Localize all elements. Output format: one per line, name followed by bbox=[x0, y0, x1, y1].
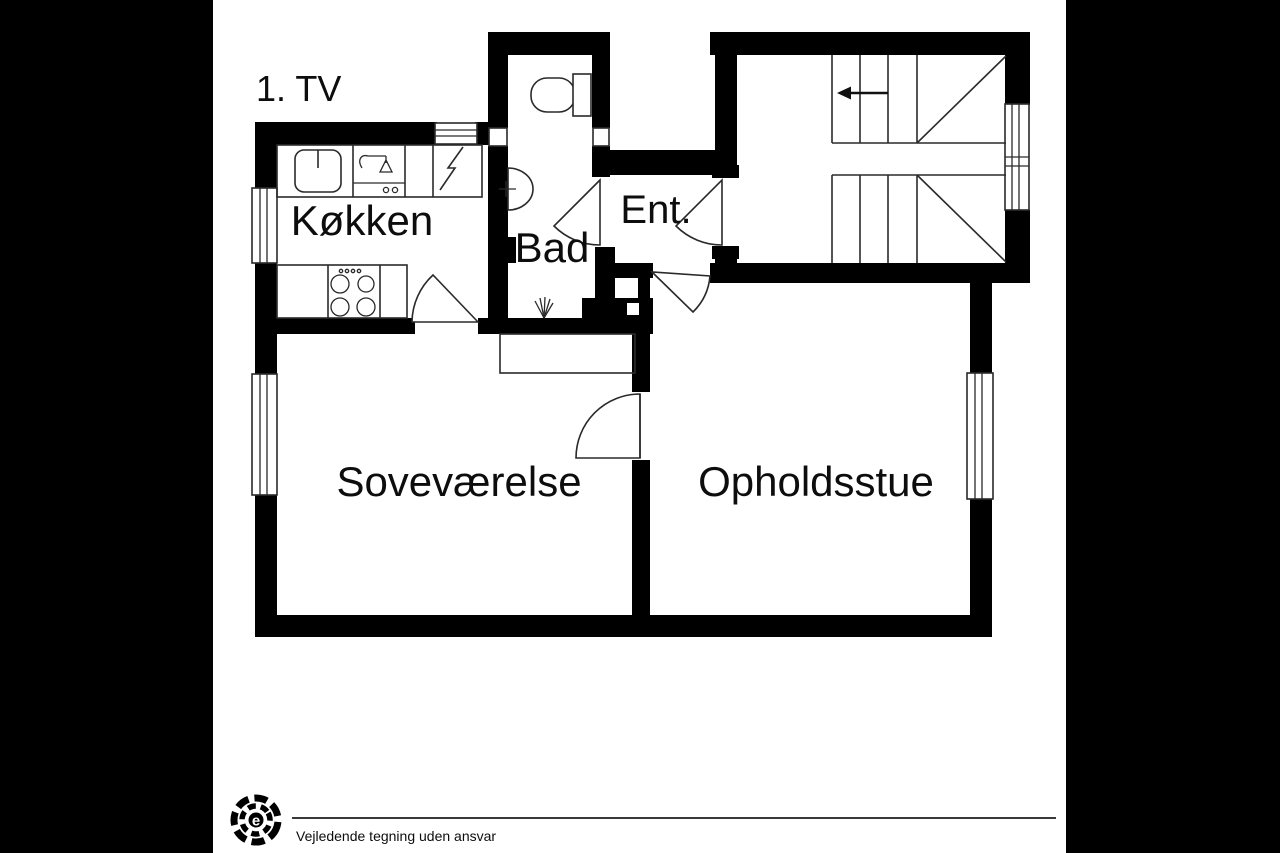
wall bbox=[970, 498, 992, 637]
wall bbox=[488, 237, 516, 263]
room-label-sovevaerelse: Soveværelse bbox=[336, 458, 581, 505]
window bbox=[251, 373, 278, 496]
room-label-ent: Ent. bbox=[620, 188, 691, 232]
staircase bbox=[831, 55, 1007, 263]
toilet-tank bbox=[572, 73, 592, 117]
stair-winder-line bbox=[916, 174, 1007, 263]
stove-knob bbox=[338, 268, 344, 274]
wall bbox=[488, 146, 508, 318]
stove-counter bbox=[276, 264, 408, 319]
wall bbox=[1005, 32, 1030, 105]
ent-stair-door-arc bbox=[674, 178, 723, 246]
shower-drain-icon bbox=[534, 296, 554, 319]
faucet-icon bbox=[359, 154, 386, 169]
floor-label: 1. TV bbox=[256, 68, 341, 109]
wall bbox=[255, 615, 992, 637]
wall-vent bbox=[488, 127, 508, 147]
kitchen-fixtures bbox=[276, 144, 483, 319]
room-label-opholdsstue: Opholdsstue bbox=[698, 458, 934, 505]
logo-letter: e bbox=[252, 813, 260, 830]
windows bbox=[251, 103, 1030, 500]
footer-disclaimer: Vejledende tegning uden ansvar bbox=[296, 828, 496, 844]
wall bbox=[255, 122, 437, 145]
wall bbox=[710, 263, 1030, 283]
wall-vent bbox=[592, 127, 610, 147]
bath-fixtures bbox=[499, 73, 592, 319]
wall-notch bbox=[616, 278, 638, 298]
walls bbox=[255, 32, 1030, 637]
wall bbox=[632, 460, 650, 617]
doors bbox=[411, 178, 723, 459]
stove-burner bbox=[330, 297, 350, 317]
wall bbox=[710, 32, 1030, 55]
wall bbox=[488, 32, 610, 55]
stove-burner bbox=[330, 274, 350, 294]
stove-burner bbox=[356, 297, 376, 317]
wall bbox=[592, 50, 610, 128]
stair-direction-arrow-icon bbox=[837, 86, 888, 100]
kitchen-door-arc bbox=[411, 273, 480, 323]
stove-burner bbox=[357, 275, 375, 293]
bath-door-arc bbox=[552, 178, 601, 246]
footer: e Vejledende tegning uden ansvar bbox=[230, 794, 1056, 846]
room-label-bad: Bad bbox=[515, 224, 590, 271]
wall-notch bbox=[627, 303, 639, 315]
window bbox=[251, 187, 278, 264]
faucet-knob bbox=[391, 186, 399, 194]
kitchen-counter bbox=[276, 144, 483, 198]
wall bbox=[475, 122, 490, 145]
wall bbox=[255, 318, 415, 334]
stove-knob bbox=[356, 268, 362, 274]
wall bbox=[255, 494, 277, 637]
wall bbox=[488, 50, 508, 128]
window bbox=[966, 372, 994, 500]
stair-winder-line bbox=[916, 55, 1007, 144]
wall bbox=[712, 165, 739, 178]
closet bbox=[499, 333, 636, 374]
bedroom-door-arc bbox=[575, 393, 641, 459]
ent-living-door-arc bbox=[649, 271, 711, 314]
wall bbox=[715, 32, 737, 177]
faucet-knob bbox=[382, 186, 390, 194]
wall bbox=[970, 283, 992, 375]
electric-meter-icon bbox=[439, 146, 464, 191]
faucet-icon bbox=[378, 156, 394, 173]
wall bbox=[478, 318, 653, 334]
wall bbox=[595, 263, 653, 278]
washbasin-icon bbox=[507, 167, 534, 211]
room-label-kokken: Køkken bbox=[291, 197, 433, 244]
stove-knob bbox=[350, 268, 356, 274]
logo-icon: e bbox=[230, 794, 282, 846]
stove-knob bbox=[344, 268, 350, 274]
window bbox=[434, 122, 478, 145]
wall bbox=[255, 122, 277, 190]
wall bbox=[592, 146, 610, 177]
